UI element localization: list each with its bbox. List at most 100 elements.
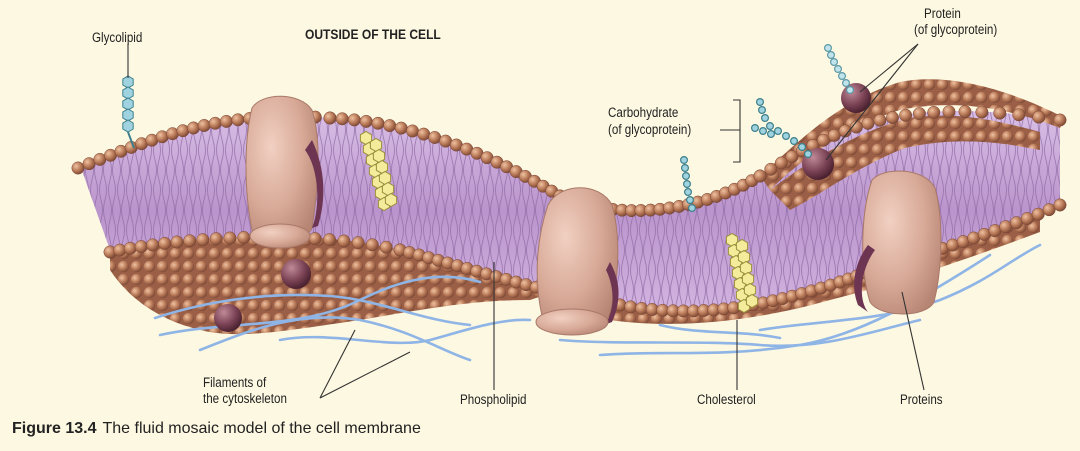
phospholipid-head bbox=[337, 234, 351, 248]
sugar-unit bbox=[681, 172, 690, 181]
label-glycolipid: Glycolipid bbox=[92, 30, 143, 45]
phospholipid-head bbox=[958, 105, 972, 119]
phospholipid-head bbox=[1042, 203, 1056, 217]
protein-middle bbox=[535, 187, 619, 336]
phospholipid-head bbox=[827, 128, 841, 142]
label-phospholipid: Phospholipid bbox=[460, 392, 527, 407]
upper-head-sheet bbox=[760, 79, 1065, 190]
ring bbox=[122, 119, 134, 133]
phospholipid-head bbox=[219, 114, 233, 128]
sugar-unit bbox=[685, 196, 694, 205]
phospholipid-head bbox=[975, 105, 989, 119]
sugar-unit bbox=[757, 105, 766, 114]
phospholipid-head bbox=[308, 232, 322, 246]
label-carbohydrate-line2: (of glycoprotein) bbox=[608, 122, 692, 137]
figure-caption: Figure 13.4 The fluid mosaic model of the… bbox=[12, 420, 421, 438]
phospholipid-head bbox=[223, 231, 237, 245]
cholesterol-molecule bbox=[725, 232, 759, 314]
phospholipid-head bbox=[123, 241, 137, 255]
phospholipid-head bbox=[208, 116, 222, 130]
phospholipid-head bbox=[764, 162, 778, 176]
sugar-unit bbox=[680, 164, 689, 173]
label-outside-of-the-cell: OUTSIDE OF THE CELL bbox=[305, 26, 441, 42]
sugar-unit bbox=[803, 150, 812, 159]
phospholipid-head bbox=[379, 240, 393, 254]
phospholipid-head bbox=[183, 234, 197, 248]
cholesterol-molecule bbox=[359, 130, 398, 212]
phospholipid-head bbox=[197, 119, 211, 132]
phospholipid-head bbox=[335, 112, 349, 126]
phospholipid-head bbox=[176, 124, 190, 138]
sugar-unit bbox=[845, 85, 854, 94]
sugar-unit bbox=[750, 123, 759, 132]
phospholipid-head bbox=[82, 157, 96, 171]
phospholipid-head bbox=[187, 121, 200, 135]
sugar-unit bbox=[797, 143, 806, 152]
sugar-unit bbox=[829, 57, 838, 66]
label-protein-line2: (of glycoprotein) bbox=[914, 22, 998, 37]
figure-number: Figure 13.4 bbox=[12, 420, 97, 437]
phospholipid-head bbox=[816, 133, 830, 147]
ring bbox=[745, 293, 759, 309]
ring bbox=[122, 108, 134, 122]
peripheral-protein bbox=[281, 259, 311, 289]
glycolipid-carbohydrate-chain bbox=[122, 75, 135, 149]
label-proteins: Proteins bbox=[900, 392, 943, 407]
phospholipid-head bbox=[394, 121, 408, 135]
peripheral-protein bbox=[214, 304, 242, 332]
ring bbox=[743, 282, 757, 298]
glycolipid-stem bbox=[127, 131, 135, 149]
leader-lines bbox=[127, 43, 925, 399]
sugar-unit bbox=[823, 43, 832, 52]
phospholipid-head bbox=[785, 150, 799, 164]
phospholipid-head bbox=[838, 124, 852, 138]
phospholipid-head bbox=[158, 236, 172, 250]
phospholipid-head bbox=[861, 116, 875, 130]
phospholipid-head bbox=[323, 111, 337, 125]
label-cholesterol: Cholesterol bbox=[697, 392, 756, 407]
phospholipid-head bbox=[993, 106, 1007, 120]
phospholipid-head bbox=[927, 105, 941, 119]
phospholipid-head bbox=[359, 114, 373, 128]
sugar-unit bbox=[841, 78, 850, 87]
ring bbox=[741, 271, 755, 287]
ring bbox=[735, 238, 749, 254]
sugar-unit bbox=[833, 64, 842, 73]
sugar-unit bbox=[760, 113, 769, 122]
phospholipid-head bbox=[347, 113, 361, 127]
label-carbohydrate-line1: Carbohydrate bbox=[608, 105, 679, 120]
phospholipid-head bbox=[209, 232, 223, 246]
phospholipid-head bbox=[417, 127, 431, 141]
phospholipid-head bbox=[146, 238, 160, 252]
phospholipid-head bbox=[1032, 110, 1046, 124]
sugar-unit bbox=[781, 132, 790, 141]
sugar-unit bbox=[765, 121, 774, 130]
ring bbox=[122, 97, 134, 111]
sugar-unit bbox=[826, 50, 835, 59]
sugar-unit bbox=[837, 71, 846, 80]
figure-caption-text: The fluid mosaic model of the cell membr… bbox=[102, 420, 421, 437]
phospholipid-head bbox=[170, 235, 184, 249]
sugar-unit bbox=[755, 97, 764, 106]
phospholipid-head bbox=[899, 108, 913, 122]
phospholipid-head bbox=[134, 240, 148, 254]
phospholipid-head bbox=[999, 220, 1013, 234]
sugar-unit bbox=[766, 130, 775, 139]
phospholipid-head bbox=[624, 300, 638, 314]
sugar-unit bbox=[679, 156, 688, 165]
phospholipid-head bbox=[71, 161, 85, 175]
outer-head-row bbox=[71, 105, 1067, 218]
phospholipid-head bbox=[237, 231, 251, 244]
protein-left bbox=[245, 95, 324, 249]
phospholipid-head bbox=[1053, 113, 1067, 127]
glycoprotein-carbohydrate-chains bbox=[679, 43, 854, 213]
phospholipid-head bbox=[231, 113, 245, 127]
phospholipid-head bbox=[753, 169, 767, 183]
sugar-unit bbox=[683, 188, 692, 197]
phospholipid-head bbox=[383, 119, 397, 133]
phospholipid-head bbox=[886, 111, 899, 125]
phospholipid-head bbox=[406, 124, 419, 138]
sugar-unit bbox=[758, 126, 767, 135]
ring bbox=[737, 249, 751, 265]
phospholipid-head bbox=[428, 131, 442, 144]
